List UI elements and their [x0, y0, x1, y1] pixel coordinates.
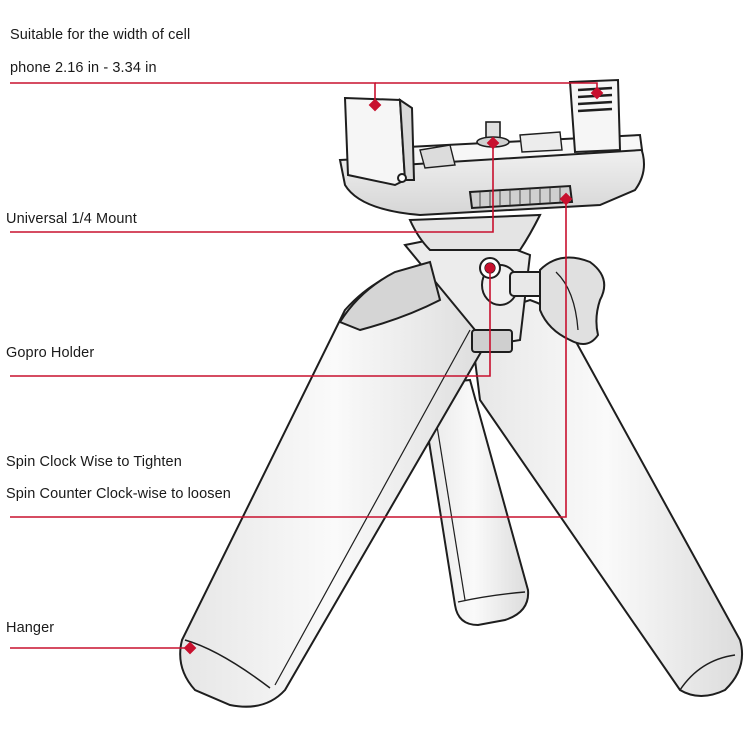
leader-phone-width: [10, 82, 376, 103]
back-leg: [418, 378, 530, 627]
marker-right-jaw: [590, 86, 604, 100]
tighten-knob: [481, 256, 606, 345]
spin-tighten-label: Spin Clock Wise to Tighten: [6, 454, 182, 470]
spin-loosen-label: Spin Counter Clock-wise to loosen: [6, 486, 231, 502]
left-clamp-jaw: [343, 96, 416, 187]
leader-spin-knob: [10, 200, 567, 518]
leg-hinge: [338, 230, 532, 353]
hanger-label: Hanger: [6, 620, 55, 636]
gopro-holder-label: Gopro Holder: [6, 345, 95, 361]
marker-left-jaw: [368, 98, 382, 112]
leader-gopro-holder: [10, 268, 491, 377]
leader-lines: [10, 82, 598, 649]
right-leg: [468, 298, 744, 697]
leader-phone-width-right: [375, 82, 598, 93]
marker-gopro: [485, 263, 495, 273]
marker-screw: [486, 136, 500, 150]
universal-mount-label: Universal 1/4 Mount: [6, 211, 137, 227]
leader-markers: [183, 86, 604, 655]
marker-knob: [559, 192, 573, 206]
phone-width-label-line2: phone 2.16 in - 3.34 in: [10, 60, 157, 76]
leader-universal-mount: [10, 143, 494, 233]
phone-width-label-line1: Suitable for the width of cell: [10, 27, 191, 43]
marker-hanger: [183, 641, 197, 655]
